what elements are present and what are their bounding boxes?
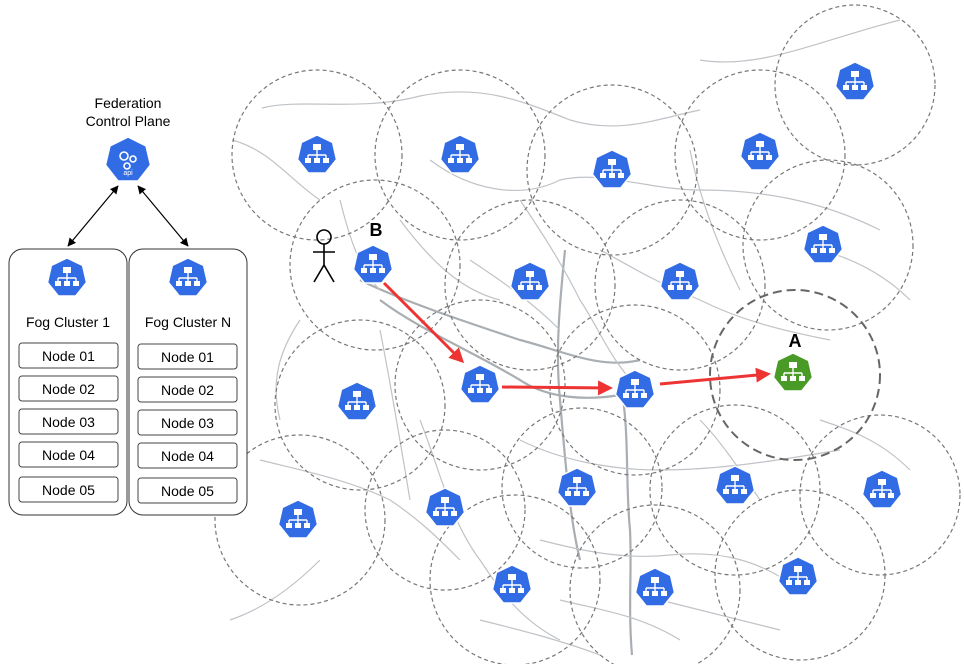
kubernetes-cluster-icon[interactable] (591, 149, 633, 189)
node-label: Node 05 (42, 482, 95, 498)
cluster-1-name: Fog Cluster 1 (26, 314, 110, 330)
cluster-1-node-02[interactable] (18, 375, 119, 402)
cluster-n-name: Fog Cluster N (145, 314, 231, 330)
marker-a-label: A (789, 331, 802, 351)
kubernetes-cluster-icon[interactable] (777, 556, 819, 596)
coverage-circle (569, 504, 741, 664)
coverage-circle (674, 69, 846, 241)
node-label: Node 03 (161, 415, 214, 431)
coverage-circle (289, 179, 461, 351)
api-badge-text: api (123, 170, 133, 177)
coverage-circle (594, 199, 766, 371)
path-arrow-3 (659, 367, 771, 386)
kubernetes-cluster-icon[interactable] (277, 499, 319, 539)
node-label: Node 02 (42, 381, 95, 397)
node-label: Node 01 (161, 349, 214, 365)
cluster-n-node-01[interactable] (137, 343, 238, 370)
coverage-circle (429, 494, 601, 664)
cluster-1-node-04[interactable] (18, 441, 119, 468)
kubernetes-cluster-icon[interactable] (614, 369, 656, 409)
kubernetes-cluster-icon[interactable] (509, 261, 551, 301)
coverage-circle (394, 299, 566, 471)
kubernetes-cluster-icon[interactable] (834, 61, 876, 101)
node-label: Node 03 (42, 414, 95, 430)
kubernetes-cluster-icon[interactable] (296, 134, 338, 174)
path-arrow-2 (501, 380, 613, 396)
cluster-n-node-03[interactable] (137, 409, 238, 436)
node-label: Node 01 (42, 348, 95, 364)
marker-b-label: B (370, 220, 383, 240)
kubernetes-cluster-icon[interactable] (439, 134, 481, 174)
kubernetes-cluster-icon[interactable] (714, 465, 756, 505)
kubernetes-cluster-icon[interactable] (459, 364, 501, 404)
target-node-icon[interactable] (772, 352, 814, 392)
node-label: Node 02 (161, 382, 214, 398)
coverage-circle (649, 404, 821, 576)
street-map-background (229, 19, 911, 656)
kubernetes-cluster-icon[interactable] (556, 467, 598, 507)
coverage-circle (444, 199, 616, 371)
kubernetes-cluster-icon[interactable] (861, 469, 903, 509)
kubernetes-cluster-icon[interactable] (167, 257, 209, 297)
kubernetes-cluster-icon[interactable] (491, 564, 533, 604)
coverage-circle (501, 407, 663, 569)
fog-cluster-1-panel: Fog Cluster 1 Node 01 Node 02 Node 03 No… (8, 248, 128, 516)
coverage-circle (274, 319, 446, 491)
fog-cluster-n-panel: Fog Cluster N Node 01 Node 02 Node 03 No… (128, 248, 248, 516)
coverage-circle (742, 159, 914, 331)
coverage-circle (526, 84, 698, 256)
cluster-1-node-05[interactable] (18, 476, 119, 503)
cluster-1-node-03[interactable] (18, 408, 119, 435)
path-arrow-1 (382, 281, 465, 364)
kubernetes-cluster-icon[interactable] (424, 487, 466, 527)
kubernetes-cluster-icon[interactable] (659, 261, 701, 301)
coverage-circle (374, 69, 546, 241)
coverage-circle (364, 429, 526, 591)
api-server-icon: api (104, 136, 152, 182)
link-to-cluster-n (137, 185, 189, 247)
stick-figure-user-icon (313, 229, 335, 283)
coverage-circle (774, 4, 936, 166)
node-label: Node 04 (161, 448, 214, 464)
kubernetes-cluster-icon[interactable] (802, 224, 844, 264)
control-plane-title-line2: Control Plane (86, 113, 171, 129)
coverage-circle-target (709, 289, 881, 461)
node-label: Node 04 (42, 447, 95, 463)
coverage-circle (214, 434, 386, 606)
node-label: Node 05 (161, 483, 214, 499)
kubernetes-cluster-icon[interactable] (634, 567, 676, 607)
cluster-n-node-04[interactable] (137, 442, 238, 469)
coverage-circle (714, 489, 886, 661)
cluster-1-node-01[interactable] (18, 342, 119, 369)
kubernetes-cluster-icon[interactable] (336, 381, 378, 421)
cluster-n-node-05[interactable] (137, 477, 238, 504)
control-plane-title-line1: Federation (95, 95, 162, 111)
coverage-circles (214, 4, 961, 664)
coverage-circle (549, 304, 721, 476)
control-plane-links (67, 185, 189, 247)
kubernetes-cluster-icon[interactable] (352, 244, 394, 284)
fog-node-icons (46, 61, 903, 607)
link-to-cluster-1 (67, 185, 119, 247)
kubernetes-cluster-icon[interactable] (739, 131, 781, 171)
cluster-n-node-02[interactable] (137, 376, 238, 403)
federation-control-plane: Federation Control Plane api (86, 95, 171, 182)
migration-path (382, 281, 771, 396)
kubernetes-cluster-icon[interactable] (46, 257, 88, 297)
coverage-circle (799, 414, 961, 576)
